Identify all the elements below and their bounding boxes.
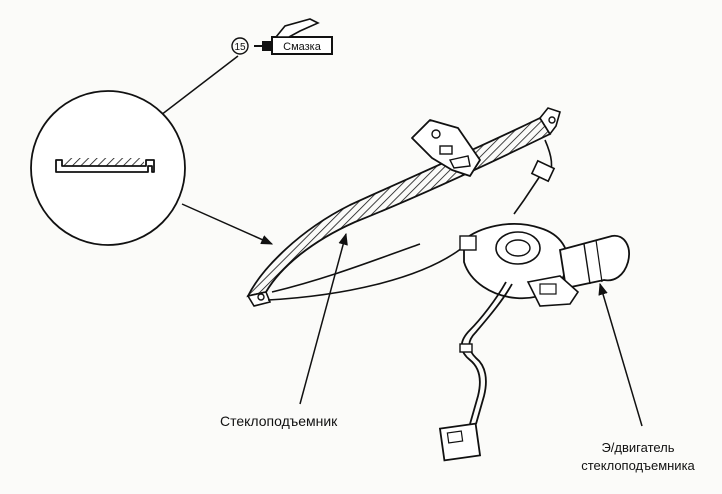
window-motor <box>459 223 630 307</box>
motor-label-line1: Э/двигатель <box>601 440 674 455</box>
regulator-cables <box>267 139 556 301</box>
motor-label-line2: стеклоподъемника <box>581 458 695 473</box>
motor-leader <box>598 282 643 427</box>
connector <box>438 422 482 462</box>
regulator-label: Стеклоподъемник <box>220 413 338 429</box>
ref-number: 15 <box>234 42 246 53</box>
circled-number-icon <box>231 37 249 55</box>
detail-circle <box>30 90 186 246</box>
grease-tube-icon: Смазка <box>254 18 333 55</box>
motor-harness <box>438 281 513 462</box>
glass-bracket <box>411 119 481 177</box>
lubricant-label: Смазка <box>283 41 322 53</box>
regulator-leader <box>299 232 348 405</box>
detail-leader <box>181 203 274 245</box>
reference-callout: 15 <box>231 37 249 55</box>
